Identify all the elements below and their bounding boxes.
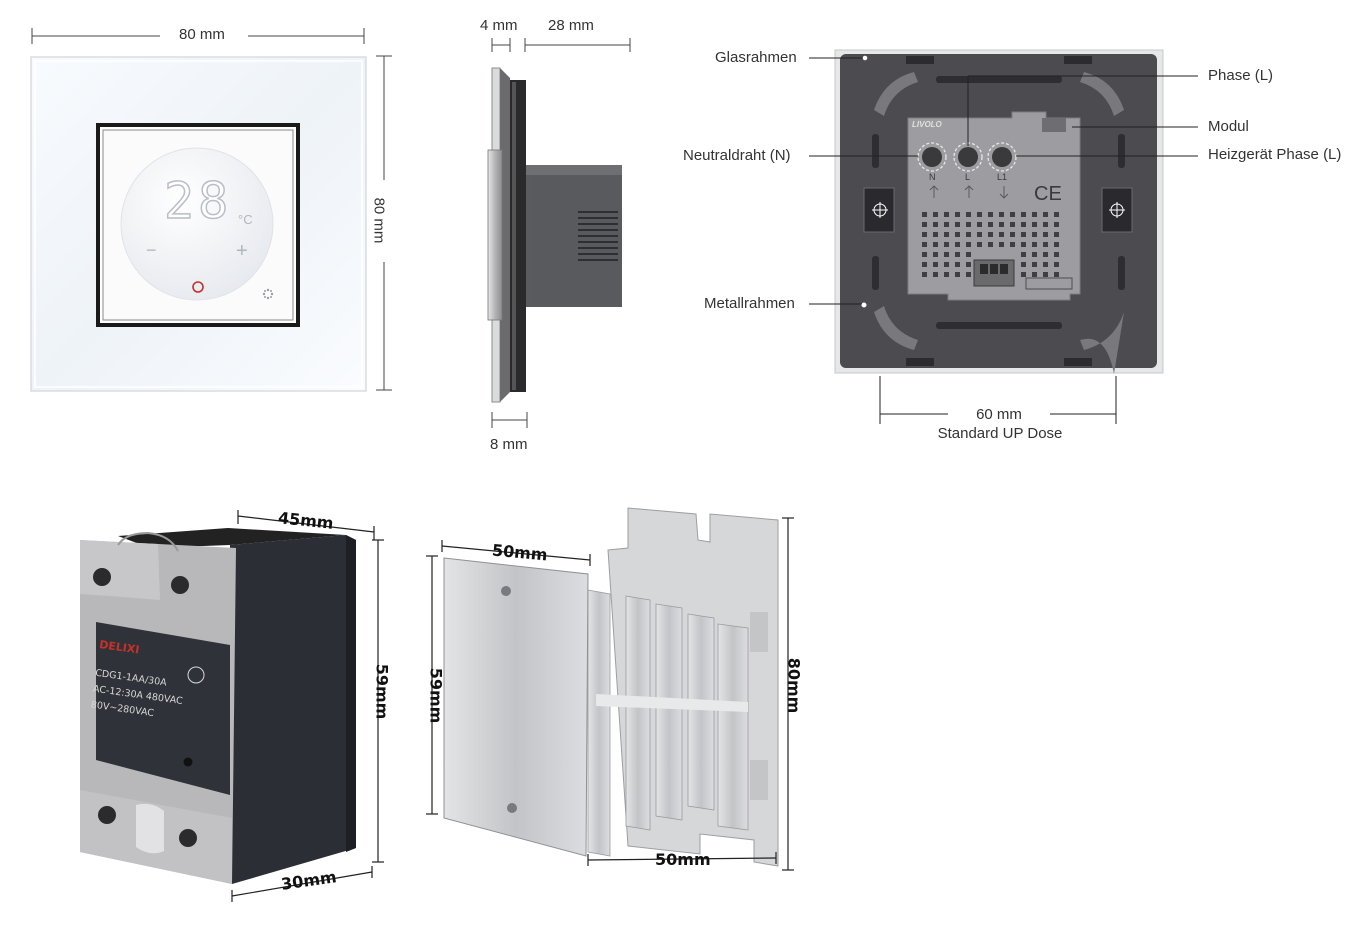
heatsink xyxy=(426,507,794,871)
plus-button[interactable]: + xyxy=(236,240,248,262)
front-width-label: 80 mm xyxy=(179,26,225,43)
power-icon[interactable] xyxy=(192,281,204,293)
wire-terminals xyxy=(917,142,1017,172)
heatsink-sink-width-label: 50mm xyxy=(655,850,711,869)
terminal-mark-n: N xyxy=(929,172,936,182)
screw-right-icon xyxy=(1109,202,1125,218)
label-neutraldraht: Neutraldraht (N) xyxy=(683,147,791,164)
label-heizgeraet: Heizgerät Phase (L) xyxy=(1208,146,1342,163)
module-vents xyxy=(922,212,1059,277)
heatsink-sink-height-label: 80mm xyxy=(784,657,804,714)
box-caption-label: Standard UP Dose xyxy=(937,425,1063,442)
thermostat-front-view xyxy=(30,28,392,392)
heatsink-front-plate xyxy=(443,557,589,857)
box-spacing-label: 60 mm xyxy=(976,406,1022,423)
label-modul: Modul xyxy=(1208,118,1249,135)
front-height-label: 80 mm xyxy=(370,197,388,244)
temperature-display: 28 xyxy=(163,171,233,231)
screw-left-icon xyxy=(872,202,888,218)
side-module-depth-label: 28 mm xyxy=(548,17,594,34)
heatsink-plate-height-label: 59mm xyxy=(426,667,446,724)
thermostat-back-view xyxy=(809,49,1198,424)
ce-mark: CE xyxy=(1034,183,1062,205)
relay-brand: DELIXI xyxy=(98,638,140,656)
thermostat-side-view xyxy=(487,38,631,428)
label-metallrahmen: Metallrahmen xyxy=(704,295,795,312)
terminal-mark-l: L xyxy=(965,172,971,182)
side-glass-depth-label: 8 mm xyxy=(490,436,528,453)
temperature-unit: °C xyxy=(238,212,253,227)
label-phase: Phase (L) xyxy=(1208,67,1274,84)
solid-state-relay: DELIXI CDG1-1AA/30A AC-12:30A 480VAC 80V… xyxy=(80,510,384,902)
fan-icon[interactable] xyxy=(262,288,274,300)
label-glasrahmen: Glasrahmen xyxy=(715,49,797,66)
module-brand: LIVOLO xyxy=(912,120,942,129)
side-frame-depth-label: 4 mm xyxy=(480,17,518,34)
vent-slots xyxy=(578,211,618,261)
terminal-mark-l1: L1 xyxy=(997,172,1008,182)
relay-height-label: 59mm xyxy=(372,663,392,720)
minus-button[interactable]: − xyxy=(146,240,157,260)
thermostat-dial xyxy=(120,147,274,301)
